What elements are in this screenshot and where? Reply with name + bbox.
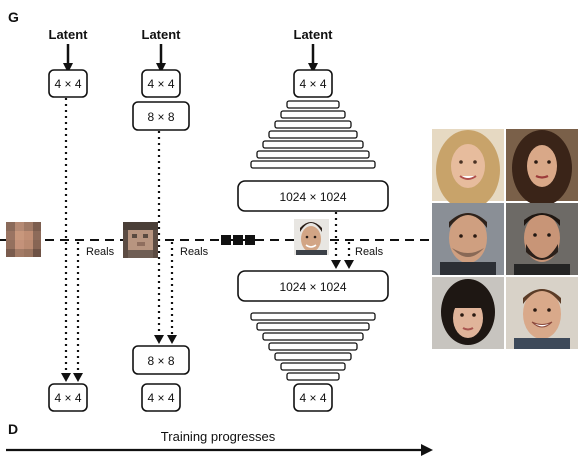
g-label-4x4-stage3: 4 × 4 xyxy=(299,77,326,91)
generator-label: G xyxy=(8,9,19,25)
d-label-4x4-stage3: 4 × 4 xyxy=(299,391,326,405)
reals-label-stage2: Reals xyxy=(180,246,209,258)
sample-face-5 xyxy=(432,277,504,349)
reals-label-stage3: Reals xyxy=(355,246,384,258)
d-box-8x8-stage2 xyxy=(132,345,190,375)
d-label-8x8-stage2: 8 × 8 xyxy=(147,354,174,368)
arrowhead-icon xyxy=(154,335,164,344)
d-label-4x4-stage2: 4 × 4 xyxy=(147,391,174,405)
generator-layer-stack xyxy=(250,100,376,169)
sample-face-2 xyxy=(506,129,578,206)
arrowhead-icon xyxy=(344,260,354,269)
g-label-1024-stage3: 1024 × 1024 xyxy=(279,190,346,204)
d-box-4x4-stage3 xyxy=(293,383,333,412)
arrowhead-icon xyxy=(167,335,177,344)
reals-label-stage1: Reals xyxy=(86,246,115,258)
d-box-1024-stage3 xyxy=(237,270,389,302)
discriminator-layer-stack xyxy=(250,312,376,381)
d-label-4x4-stage1: 4 × 4 xyxy=(54,391,81,405)
discriminator-label: D xyxy=(8,421,18,437)
g-label-4x4-stage1: 4 × 4 xyxy=(54,77,81,91)
generated-face-thumbnail xyxy=(294,219,329,255)
latent-label-stage2: Latent xyxy=(142,27,182,42)
arrowhead-icon xyxy=(61,373,71,382)
sample-face-3 xyxy=(432,203,504,275)
generated-faces-grid xyxy=(432,129,578,349)
pixelated-face-8x8 xyxy=(123,222,158,258)
g-label-8x8-stage2: 8 × 8 xyxy=(147,110,174,124)
sample-face-4 xyxy=(506,203,578,275)
progression-ellipsis xyxy=(221,235,255,245)
latent-label-stage3: Latent xyxy=(294,27,334,42)
d-box-4x4-stage2 xyxy=(141,383,181,412)
d-label-1024-stage3: 1024 × 1024 xyxy=(279,280,346,294)
g-box-4x4-stage2 xyxy=(141,69,181,98)
pixelated-face-4x4 xyxy=(6,222,41,257)
g-label-4x4-stage2: 4 × 4 xyxy=(147,77,174,91)
arrowhead-icon xyxy=(73,373,83,382)
training-progresses-label: Training progresses xyxy=(161,429,276,444)
g-box-4x4-stage1 xyxy=(48,69,88,98)
latent-label-stage1: Latent xyxy=(49,27,89,42)
arrowhead-icon xyxy=(331,260,341,269)
g-box-1024-stage3 xyxy=(237,180,389,212)
g-box-4x4-stage3 xyxy=(293,69,333,98)
sample-face-1 xyxy=(432,129,504,210)
g-box-8x8-stage2 xyxy=(132,101,190,131)
sample-face-6 xyxy=(506,277,578,349)
d-box-4x4-stage1 xyxy=(48,383,88,412)
arrowhead-icon xyxy=(421,444,433,456)
